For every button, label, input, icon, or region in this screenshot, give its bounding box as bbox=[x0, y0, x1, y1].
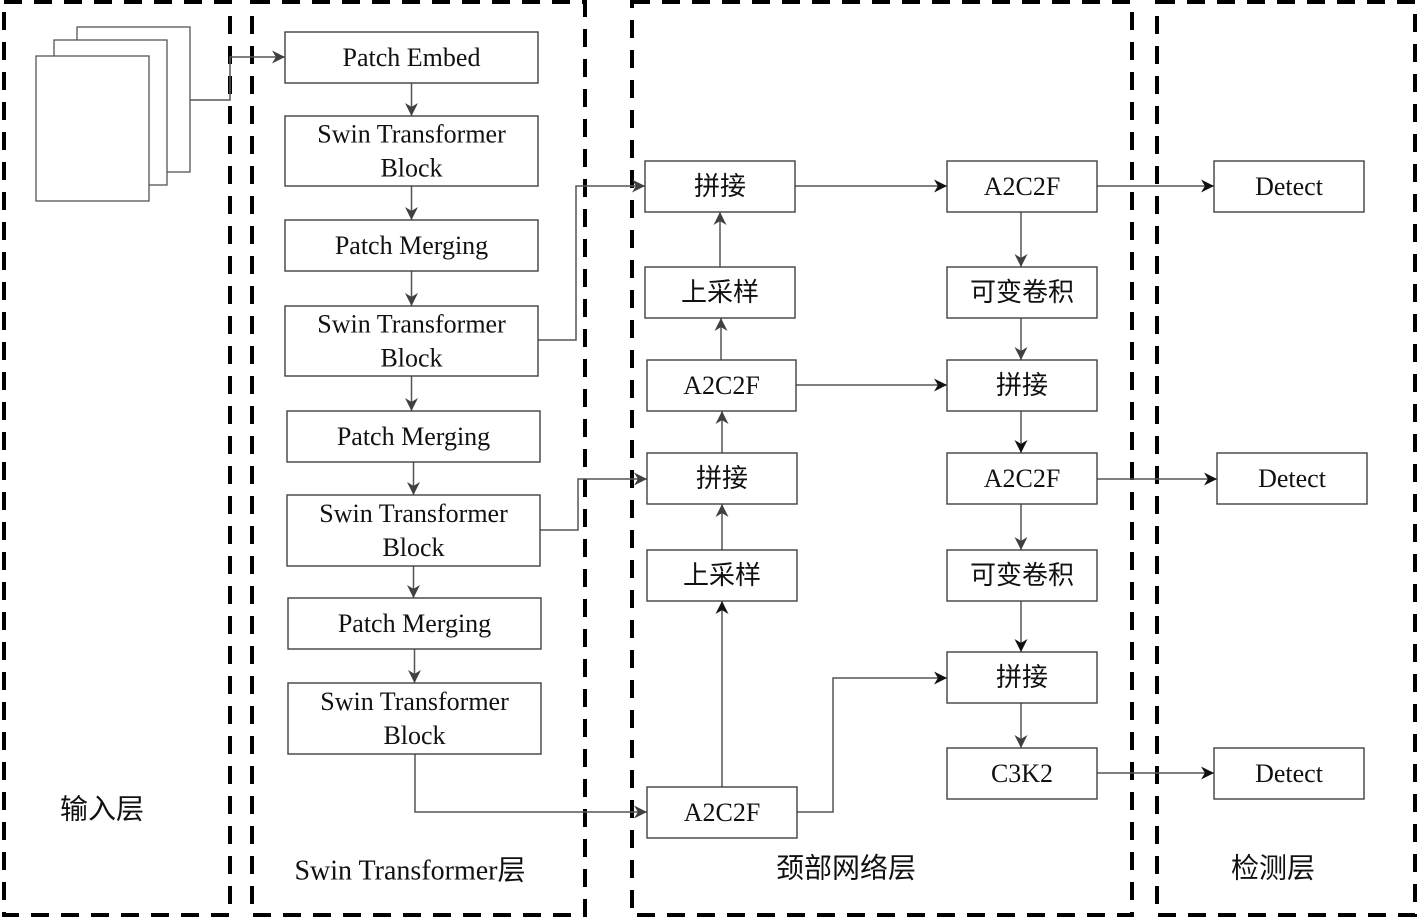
node-box bbox=[284, 305, 539, 377]
node-box bbox=[1216, 452, 1368, 505]
node-up-b: 上采样 bbox=[646, 549, 798, 602]
node-box bbox=[284, 31, 539, 84]
section-label-detect: 检测层 bbox=[1231, 853, 1315, 885]
node-dconv2: 可变卷积 bbox=[946, 549, 1098, 602]
node-label: 可变卷积 bbox=[970, 561, 1074, 590]
node-a2c2f-out2: A2C2F bbox=[946, 452, 1098, 505]
node-box bbox=[287, 597, 542, 650]
node-label: Detect bbox=[1255, 759, 1324, 788]
arrow-input-image-to-patch-embed bbox=[190, 50, 285, 101]
node-label: Patch Embed bbox=[343, 43, 481, 72]
node-label: A2C2F bbox=[684, 798, 761, 827]
node-label: Swin Transformer bbox=[320, 687, 509, 716]
arrow-stb3-to-concat-b bbox=[540, 472, 647, 531]
node-box bbox=[286, 494, 541, 567]
node-label: Patch Merging bbox=[338, 609, 491, 638]
node-pm3: Patch Merging bbox=[287, 597, 542, 650]
node-detect3: Detect bbox=[1213, 747, 1365, 800]
node-label: 拼接 bbox=[696, 464, 748, 493]
node-label: Swin Transformer bbox=[317, 310, 506, 339]
node-box bbox=[644, 266, 796, 319]
node-label: Patch Merging bbox=[337, 422, 490, 451]
section-label-swin: Swin Transformer层 bbox=[294, 856, 525, 887]
node-label: Detect bbox=[1258, 464, 1327, 493]
node-label: C3K2 bbox=[991, 759, 1053, 788]
node-concat-a: 拼接 bbox=[644, 160, 796, 213]
node-up-a: 上采样 bbox=[644, 266, 796, 319]
section-frame-swin bbox=[250, 0, 587, 917]
node-dconv1: 可变卷积 bbox=[946, 266, 1098, 319]
node-box bbox=[946, 160, 1098, 213]
node-box bbox=[646, 452, 798, 505]
section-label-input: 输入层 bbox=[60, 794, 144, 826]
node-pm2: Patch Merging bbox=[286, 410, 541, 463]
node-box bbox=[946, 549, 1098, 602]
node-box bbox=[946, 452, 1098, 505]
node-label: Swin Transformer bbox=[319, 499, 508, 528]
input-image-stack-icon bbox=[35, 26, 191, 202]
node-box bbox=[946, 266, 1098, 319]
node-label: Swin Transformer bbox=[317, 120, 506, 149]
node-label: Detect bbox=[1255, 172, 1324, 201]
section-frame-neck bbox=[630, 0, 1134, 917]
node-label: 上采样 bbox=[681, 278, 759, 307]
node-label: A2C2F bbox=[984, 172, 1061, 201]
node-box bbox=[286, 410, 541, 463]
node-box bbox=[946, 651, 1098, 704]
node-label: Block bbox=[382, 533, 444, 562]
arrow-a2c2f-base-to-concat-d bbox=[797, 671, 947, 813]
node-box bbox=[646, 359, 797, 412]
node-label: A2C2F bbox=[984, 464, 1061, 493]
node-a2c2f-out1: A2C2F bbox=[946, 160, 1098, 213]
arrow-stb2-to-concat-a bbox=[538, 179, 645, 341]
node-label: 拼接 bbox=[996, 663, 1048, 692]
node-box bbox=[646, 549, 798, 602]
node-box bbox=[644, 160, 796, 213]
node-label: 拼接 bbox=[694, 172, 746, 201]
node-detect1: Detect bbox=[1213, 160, 1365, 213]
node-label: Block bbox=[380, 344, 442, 373]
section-label-neck: 颈部网络层 bbox=[776, 853, 916, 885]
node-label: 可变卷积 bbox=[970, 278, 1074, 307]
diagram-edges bbox=[190, 50, 1217, 819]
node-a2c2f-a: A2C2F bbox=[646, 359, 797, 412]
node-box bbox=[284, 219, 539, 272]
node-a2c2f-base: A2C2F bbox=[646, 786, 798, 839]
node-box bbox=[1213, 160, 1365, 213]
node-label: Block bbox=[380, 154, 442, 183]
section-frame-detect bbox=[1155, 0, 1417, 917]
section-labels: 输入层 Swin Transformer层 颈部网络层 检测层 bbox=[60, 794, 1315, 887]
node-detect2: Detect bbox=[1216, 452, 1368, 505]
node-box bbox=[1213, 747, 1365, 800]
node-label: 上采样 bbox=[683, 561, 761, 590]
node-label: Block bbox=[383, 721, 445, 750]
node-pm1: Patch Merging bbox=[284, 219, 539, 272]
node-concat-d: 拼接 bbox=[946, 651, 1098, 704]
arrow-stb4-to-a2c2f-base bbox=[414, 754, 647, 819]
node-box bbox=[946, 747, 1098, 800]
node-patch-embed: Patch Embed bbox=[284, 31, 539, 84]
node-box bbox=[284, 115, 539, 187]
node-box bbox=[287, 682, 542, 755]
node-concat-c: 拼接 bbox=[946, 359, 1098, 412]
image-page-icon bbox=[35, 55, 150, 202]
node-label: 拼接 bbox=[996, 371, 1048, 400]
node-label: A2C2F bbox=[683, 371, 760, 400]
node-concat-b: 拼接 bbox=[646, 452, 798, 505]
node-c3k2: C3K2 bbox=[946, 747, 1098, 800]
node-box bbox=[946, 359, 1098, 412]
node-box bbox=[646, 786, 798, 839]
node-label: Patch Merging bbox=[335, 231, 488, 260]
